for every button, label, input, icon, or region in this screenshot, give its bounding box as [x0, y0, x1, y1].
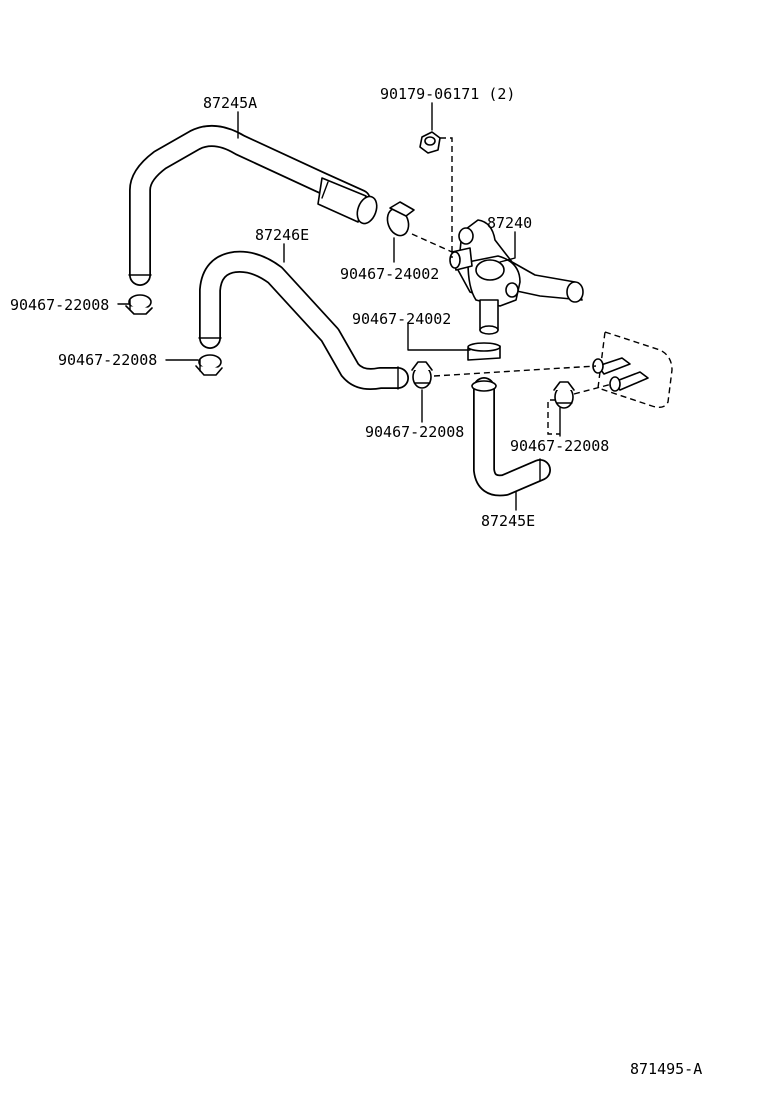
clip-center: [411, 361, 433, 389]
bolt-90179: [419, 131, 441, 154]
label-hose-87245e: 87245E: [481, 512, 535, 530]
hose-87246e: [198, 250, 409, 390]
hose-87245a: [128, 125, 378, 286]
label-clamp-upper: 90467-24002: [340, 265, 439, 283]
part-labels: 87245A 90179-06171 (2) 87246E 87240 9046…: [10, 85, 702, 1078]
label-hose-87245a: 87245A: [203, 94, 257, 112]
label-clip-right: 90467-22008: [510, 437, 609, 455]
connection-lines: [411, 137, 613, 435]
leader-lines: [117, 102, 561, 511]
label-valve-87240: 87240: [487, 214, 532, 232]
clamp-90467-24002-upper: [386, 201, 415, 237]
label-clip-left-bottom: 90467-22008: [58, 351, 157, 369]
label-bolt-90179: 90179-06171 (2): [380, 85, 515, 103]
clamp-90467-24002-lower: [467, 342, 501, 361]
clip-left-top: [125, 294, 153, 315]
label-clamp-lower: 90467-24002: [352, 310, 451, 328]
clip-right: [553, 381, 575, 409]
label-hose-87246e: 87246E: [255, 226, 309, 244]
pipe-plate: [592, 331, 673, 409]
clip-left-bottom: [195, 354, 223, 376]
hose-87245e: [471, 377, 551, 497]
label-clip-left-top: 90467-22008: [10, 296, 109, 314]
valve-87240: [449, 219, 584, 335]
hose-87245a-end-fitting: [317, 177, 378, 225]
label-clip-center: 90467-22008: [365, 423, 464, 441]
label-figure-id: 871495-A: [630, 1060, 702, 1078]
